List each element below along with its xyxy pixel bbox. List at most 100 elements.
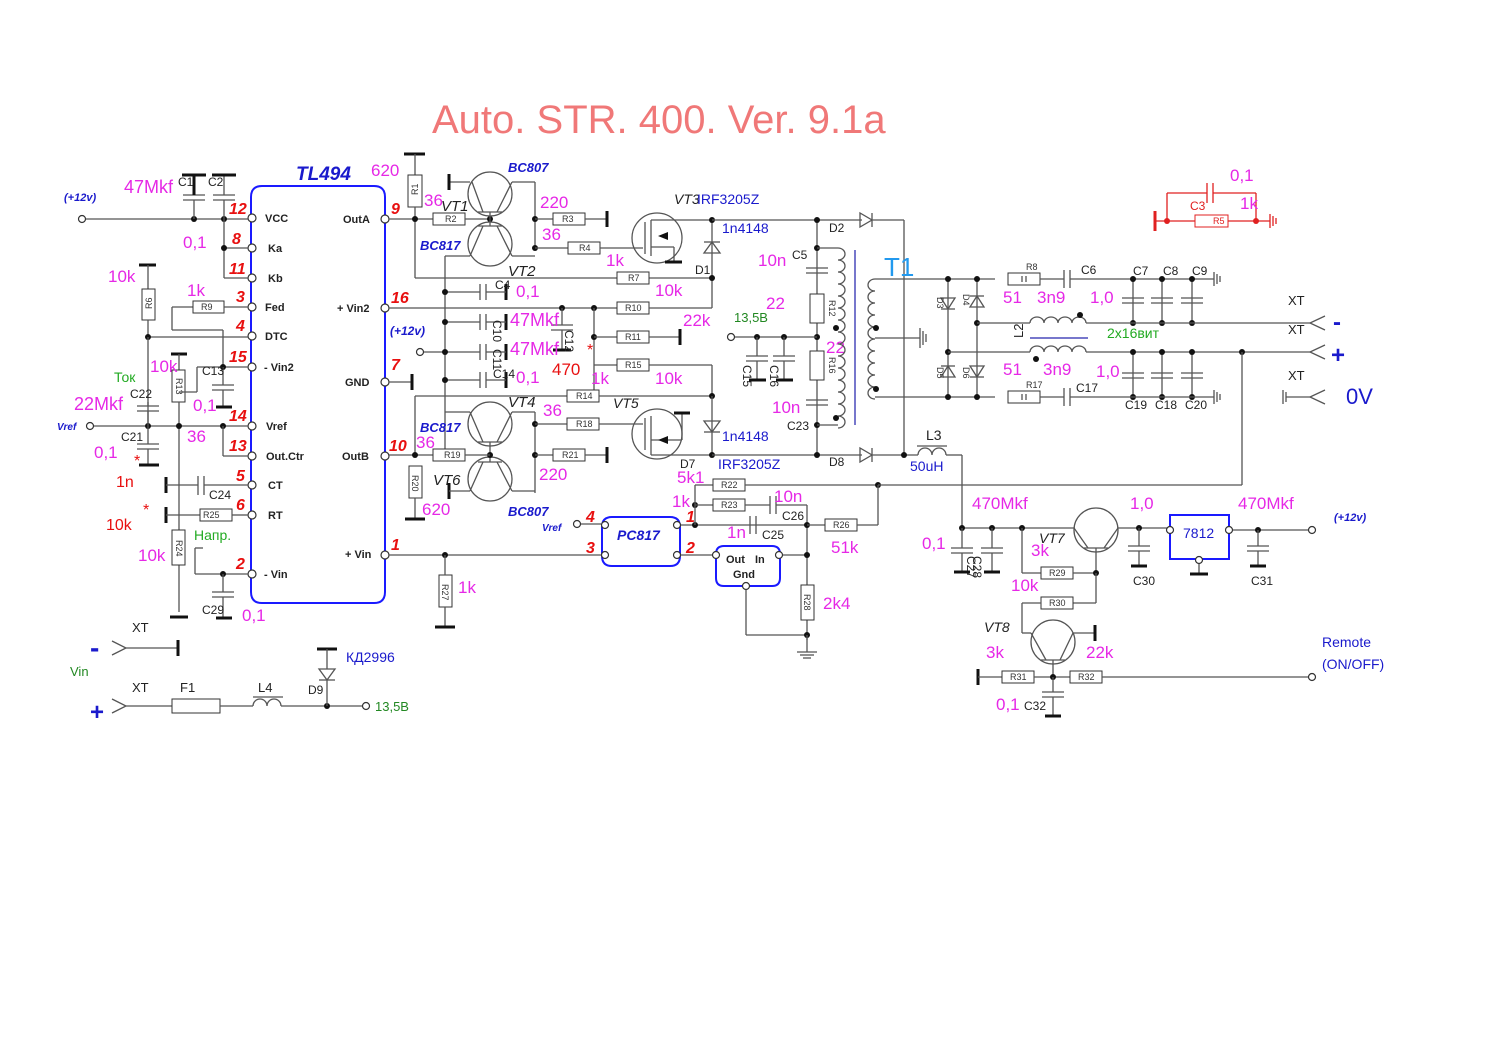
vt5-ref: VT5 [613,395,639,411]
r18-ref: R18 [576,419,593,429]
c6-value: 3n9 [1037,288,1065,307]
pin-num: 8 [232,231,241,248]
r10-ref: R10 [625,303,642,313]
pin-num: 1 [391,537,400,554]
pin-num: 11 [229,261,246,278]
c28-value: 470Mkf [972,494,1028,513]
terminal-13-5v-ct [726,332,736,342]
r5-value: 1k [1240,194,1258,213]
r17-ref: R17 [1026,380,1043,390]
label-winding: 2x16вит [1107,325,1160,341]
r16-ref: R16 [827,357,837,374]
r23-ref: R23 [721,500,738,510]
vt1-part: BC807 [508,160,549,175]
r12-value: 22 [766,294,785,313]
r21-ref: R21 [562,450,579,460]
pin-14 [247,421,257,431]
c5-ref: C5 [792,248,808,262]
pc817-label: PC817 [617,527,661,543]
ic-name: TL494 [296,164,351,185]
c13-ref: C13 [202,364,224,378]
pin-label: OutB [342,451,369,463]
r19-ref: R19 [444,450,461,460]
pin-num: 2 [235,556,245,573]
pin-16 [380,303,390,313]
l3-ref: L3 [926,427,942,443]
r25-ref: R25 [203,510,220,520]
ic-left-pins: 12 8 11 3 4 15 14 13 5 6 2 VCC Ka Kb Fed… [229,201,305,581]
c1-value: 47Mkf [124,177,174,197]
xt-label: XT [1288,368,1305,383]
vt1-ref: VT1 [441,198,469,215]
snubber-c3-r5: R5 C3 0,1 1k [1153,166,1277,231]
pin-label: + Vin2 [337,303,370,315]
c8-ref: C8 [1163,264,1179,278]
c1-ref: C1 [178,175,194,189]
r22-ref: R22 [721,480,738,490]
r6-ref: R6 [144,297,154,309]
d6-ref: D6 [961,367,971,379]
star-mark: * [587,342,593,359]
r30-ref: R30 [1049,598,1066,608]
r4b-value: 36 [542,225,561,244]
c11-value: 47Mkf [510,339,560,359]
pin-label: GND [345,377,370,389]
pin-label: VCC [265,213,288,225]
pin-11 [247,273,257,283]
c26-ref: C26 [782,509,804,523]
r32-value: 22k [1086,643,1114,662]
c20-ref: C20 [1185,398,1207,412]
pin-num: 10 [389,438,407,455]
vt6-part: BC807 [508,504,549,519]
r11-value: 1k [591,369,609,388]
pin-num: 5 [236,468,246,485]
r10-value: 22k [683,311,711,330]
pin-13 [247,451,257,461]
pin-1 [380,550,390,560]
aux-regulator-section: 470Mkf 0,1 C27 C28 VT7 3k R29 10k R30 C3… [922,494,1384,718]
r20-value: 620 [422,500,450,519]
xt-label: XT [1288,293,1305,308]
c14-ref: C14 [493,367,515,381]
c22-value: 22Mkf [74,394,124,414]
r26-ref: R26 [833,520,850,530]
out-plus: + [1331,342,1345,369]
pin-num: 7 [391,357,401,374]
terminal-plus12v-out [1307,525,1317,535]
r7-ref: R7 [628,273,640,283]
terminal-vref-2 [572,519,582,529]
r9-ref: R9 [201,302,213,312]
r1-ref: R1 [410,183,420,195]
pin-label: Out.Ctr [266,451,305,463]
r4-ref: R4 [579,243,591,253]
r26-value: 51k [831,538,859,557]
r25-value: 10k [106,517,133,534]
r27-ref: R27 [440,584,450,601]
pin-label: Fed [265,302,285,314]
d7-part: 1n4148 [722,428,769,444]
terminal-plus12v-2 [415,347,425,357]
r24-ref: R24 [174,540,184,557]
r15-value: 10k [655,369,683,388]
c11-ref: C11 [490,349,504,370]
pin-label: CT [268,480,283,492]
c25-value: 1n [727,523,746,542]
xt-label: XT [132,620,149,635]
r32-ref: R32 [1078,672,1095,682]
r20-ref: R20 [410,475,420,492]
l2-ref: L2 [1011,324,1026,338]
vt7-transistor [1073,507,1119,553]
pin-num: 12 [229,201,247,218]
vt6-ref: VT6 [433,472,461,489]
terminal-plus12v [77,214,87,224]
d3-ref: D3 [935,297,945,309]
d8-ref: D8 [829,455,845,469]
c2-value: 0,1 [183,233,207,252]
feedback-section: R27 1k PC817 4 3 1 2 Vref R22 5k1 R23 1k… [389,468,881,659]
c24-ref: C24 [209,488,231,502]
vt7-ref: VT7 [1039,530,1066,546]
c19-value: 1,0 [1096,362,1120,381]
pin-num: 9 [391,201,400,218]
r8-value: 51 [1003,288,1022,307]
terminal-remote [1307,672,1317,682]
